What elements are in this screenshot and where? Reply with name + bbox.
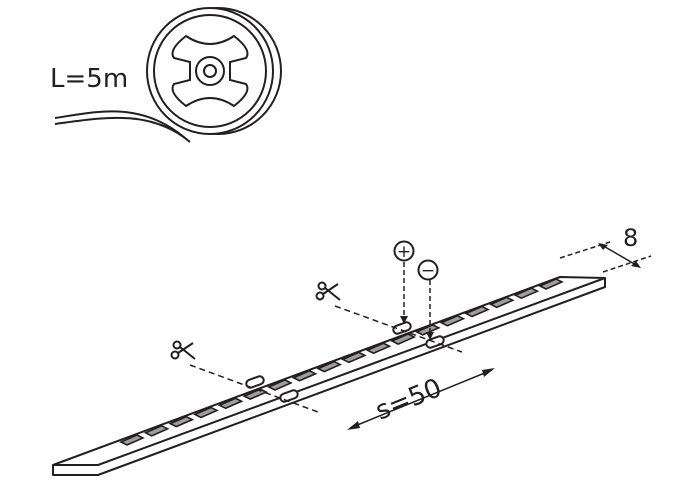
polarity-leads — [403, 262, 431, 334]
led-chip — [168, 415, 195, 428]
scissors-icon-left — [170, 340, 196, 360]
led-chip — [193, 406, 219, 419]
led-strip — [52, 276, 606, 476]
led-chip — [340, 351, 367, 364]
scissors-icon — [170, 281, 341, 360]
solder-pad-left-top — [245, 375, 265, 389]
solder-pad-minus — [425, 335, 445, 349]
reel-front-rim — [146, 7, 274, 135]
led-chip — [119, 434, 145, 446]
reel-hub — [171, 34, 249, 108]
led-chip — [365, 342, 392, 355]
led-chip — [390, 333, 417, 345]
led-chip — [414, 323, 441, 336]
reel — [54, 7, 282, 143]
led-chip — [513, 287, 540, 300]
reel-axle — [203, 64, 217, 78]
strip-top-face — [52, 276, 606, 466]
led-chip — [291, 369, 318, 382]
cut-line-right — [334, 305, 463, 353]
reel-cable-top — [54, 110, 186, 139]
led-chip — [488, 296, 515, 309]
spacing-label: s=50 — [371, 373, 446, 426]
led-chip — [464, 305, 490, 318]
cut-line-left — [189, 364, 319, 413]
solder-pads — [245, 321, 445, 403]
led-chip — [538, 278, 564, 290]
minus-symbol: − — [421, 261, 435, 281]
led-row — [119, 278, 564, 446]
polarity-arrowheads — [400, 316, 434, 340]
led-chip — [217, 397, 244, 410]
plus-icon — [393, 240, 415, 262]
reel-cable-bottom — [54, 116, 191, 143]
led-chip — [266, 379, 293, 391]
cut-lines — [189, 305, 463, 413]
solder-pad-left-bottom — [279, 389, 299, 403]
minus-icon — [417, 259, 439, 281]
led-chip — [143, 424, 170, 437]
width-label: 8 — [623, 224, 638, 252]
reel-inner-rim — [153, 14, 267, 128]
led-chip — [439, 314, 466, 327]
polarity-symbols: + − — [393, 240, 439, 281]
solder-pad-plus — [392, 321, 412, 335]
spacing-dimension — [349, 369, 493, 429]
plus-symbol: + — [397, 242, 411, 262]
scissors-icon-right — [315, 281, 341, 301]
reel-hub-ring — [195, 56, 225, 86]
led-chip — [316, 360, 343, 373]
reel-length-label: L=5m — [50, 64, 128, 94]
